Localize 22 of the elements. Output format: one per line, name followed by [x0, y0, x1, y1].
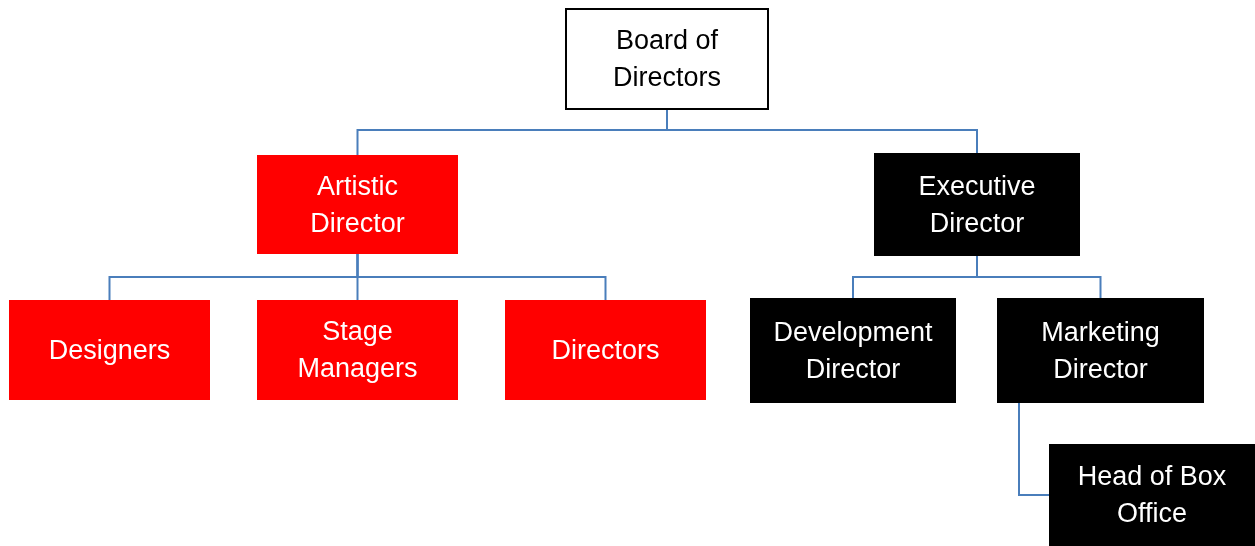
role-title: Board of Directors	[612, 24, 722, 94]
role-title: Development Director	[773, 315, 933, 386]
org-chart-box	[997, 298, 1204, 403]
role-title: Artistic Director	[309, 169, 406, 240]
role-title: Directors	[551, 333, 660, 367]
org-chart-box	[1049, 444, 1255, 546]
connector-line	[1018, 402, 1050, 496]
connector-line	[976, 255, 1102, 299]
org-chart-box	[257, 300, 458, 400]
org-chart-box	[874, 153, 1080, 256]
connector-line	[666, 109, 978, 154]
org-chart-box	[505, 300, 706, 400]
role-title: Stage Managers	[296, 315, 419, 385]
role-title: Executive Director	[917, 169, 1037, 240]
org-chart-box	[9, 300, 210, 400]
connector-line	[356, 253, 607, 301]
org-chart-box	[750, 298, 956, 403]
role-title: Head of Box Office	[1076, 460, 1228, 530]
role-title: Designers	[48, 333, 171, 367]
role-title: Marketing Director	[1040, 315, 1161, 386]
org-chart-box	[565, 8, 769, 110]
org-chart-box	[257, 155, 458, 254]
